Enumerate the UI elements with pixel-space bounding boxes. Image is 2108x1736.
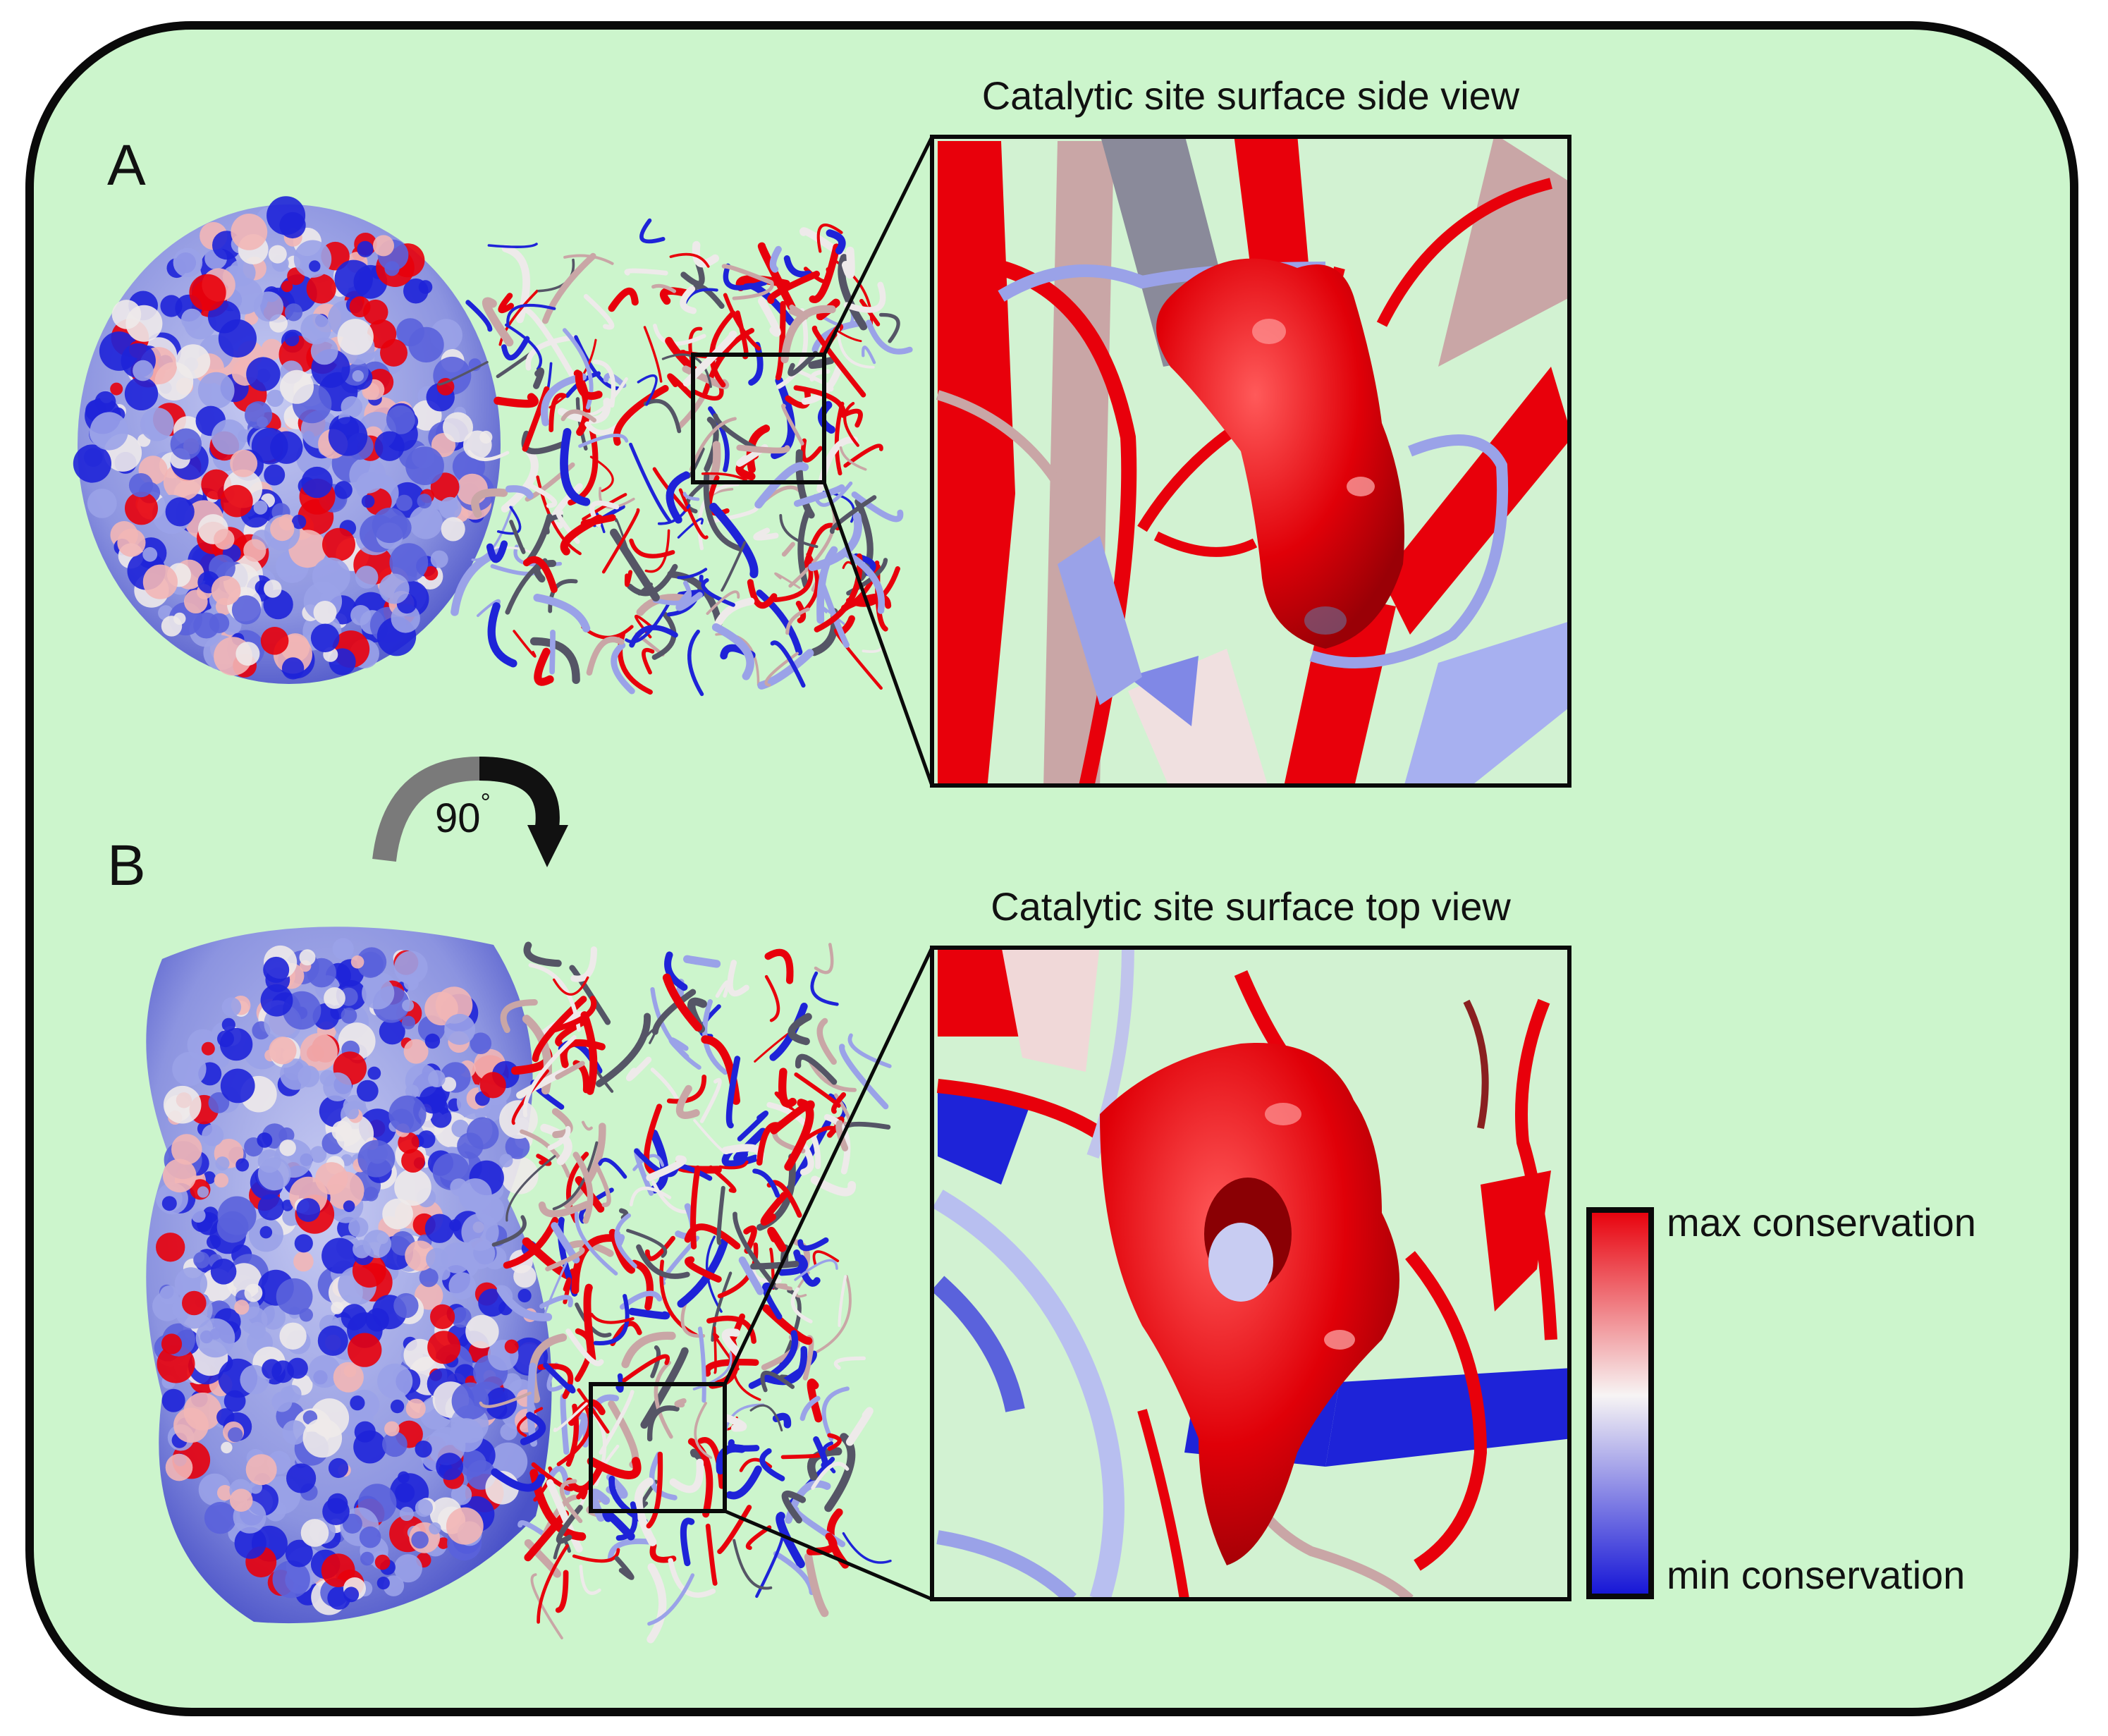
inset-b-title: Catalytic site surface top view xyxy=(991,884,1511,929)
rotation-arrow xyxy=(372,756,568,867)
legend-color-bar xyxy=(1586,1207,1654,1599)
panel-b-surface-patches xyxy=(152,938,549,1615)
inset-b-view xyxy=(932,948,1569,1599)
panel-a-surface-patches xyxy=(73,196,495,680)
panel-b-protein xyxy=(146,927,892,1644)
panel-a-ribbon xyxy=(437,218,913,697)
panel-a-letter: A xyxy=(107,133,146,197)
panel-b-zoom-line-top xyxy=(723,946,934,1386)
inset-a-view xyxy=(936,137,1569,786)
panel-b-ribbon xyxy=(479,941,892,1644)
panel-a-zoom-line-bottom xyxy=(822,482,934,786)
panel-a-protein xyxy=(73,196,913,697)
rotation-label: 90° xyxy=(435,788,491,841)
panel-b-zoom-box xyxy=(589,1382,727,1513)
inset-b-catalytic-surface xyxy=(1100,1043,1399,1565)
panel-a-zoom-box xyxy=(691,353,826,484)
rotation-arrowhead xyxy=(527,825,568,867)
panel-a-zoom-line-top xyxy=(822,135,934,356)
legend-max-label: max conservation xyxy=(1667,1200,1976,1245)
legend-min-label: min conservation xyxy=(1667,1553,1965,1597)
panel-b-zoom-line-bottom xyxy=(724,1509,933,1601)
panel-b-letter: B xyxy=(107,833,146,898)
conservation-legend: max conservation min conservation xyxy=(1586,1200,1976,1599)
inset-a-title: Catalytic site surface side view xyxy=(982,73,1520,118)
inset-a-frame xyxy=(930,135,1571,788)
inset-b-frame xyxy=(930,946,1571,1601)
inset-a-catalytic-surface xyxy=(1156,258,1404,649)
